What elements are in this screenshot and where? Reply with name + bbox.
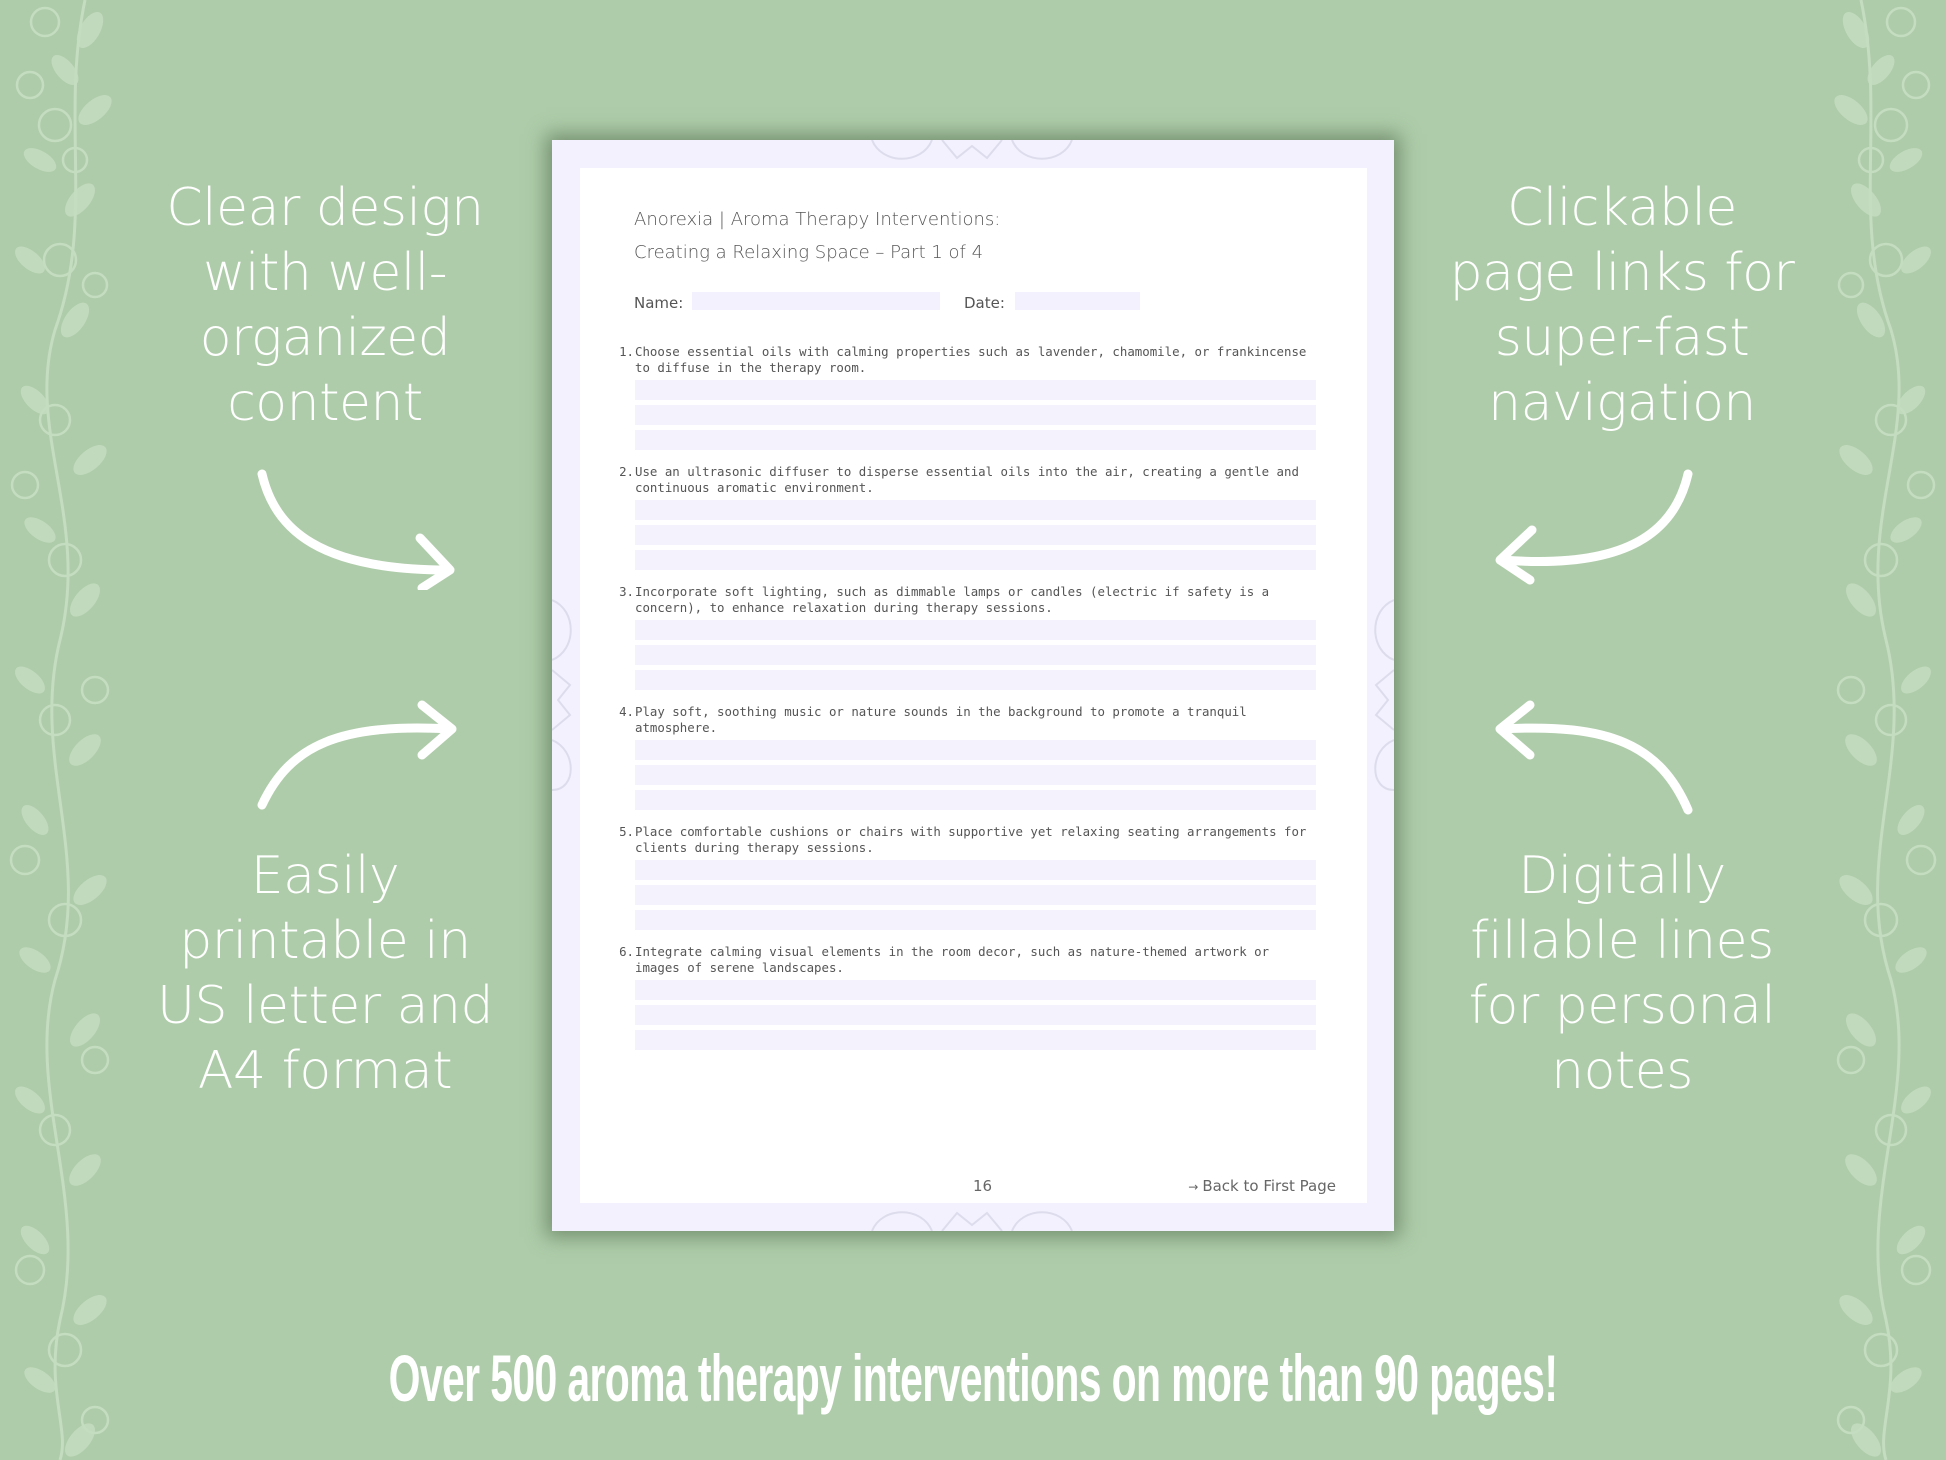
- intervention-item-2: 2. Use an ultrasonic diffuser to dispers…: [610, 464, 1316, 570]
- mandala-left-icon: [552, 599, 572, 791]
- feature-line: organized: [199, 308, 451, 368]
- feature-line: printable in: [179, 911, 471, 971]
- item-number: 2.: [619, 464, 634, 479]
- fillable-line[interactable]: [635, 860, 1316, 880]
- date-label: Date:: [964, 294, 1005, 312]
- feature-line: Clear design: [166, 178, 484, 238]
- feature-fillable-lines: Digitally fillable lines for personal no…: [1432, 844, 1812, 1104]
- intervention-item-5: 5. Place comfortable cushions or chairs …: [610, 824, 1316, 930]
- intervention-item-1: 1. Choose essential oils with calming pr…: [610, 344, 1316, 450]
- name-label: Name:: [634, 294, 684, 312]
- item-text-line: clients during therapy sessions.: [635, 840, 874, 855]
- promo-headline: Over 500 aroma therapy interventions on …: [388, 1341, 1558, 1415]
- fillable-line[interactable]: [635, 620, 1316, 640]
- document-subtitle: Creating a Relaxing Space – Part 1 of 4: [634, 242, 984, 263]
- page-number: 16: [973, 1177, 993, 1195]
- fillable-line[interactable]: [635, 525, 1316, 545]
- intervention-item-4: 4. Play soft, soothing music or nature s…: [610, 704, 1316, 810]
- fillable-line[interactable]: [635, 380, 1316, 400]
- feature-line: page links for: [1449, 243, 1795, 303]
- item-text-line: Choose essential oils with calming prope…: [635, 344, 1307, 359]
- mandala-right-icon: [1374, 599, 1394, 791]
- fillable-line[interactable]: [635, 405, 1316, 425]
- item-text-line: continuous aromatic environment.: [635, 480, 874, 495]
- feature-line: super-fast: [1494, 308, 1750, 368]
- feature-line: fillable lines: [1470, 911, 1774, 971]
- item-number: 6.: [619, 944, 634, 959]
- item-text-line: Play soft, soothing music or nature soun…: [635, 704, 1247, 719]
- feature-line: US letter and: [156, 976, 494, 1036]
- fillable-line[interactable]: [635, 430, 1316, 450]
- feature-line: navigation: [1488, 373, 1756, 433]
- item-text-line: concern), to enhance relaxation during t…: [635, 600, 1053, 615]
- item-text-line: Incorporate soft lighting, such as dimma…: [635, 584, 1270, 599]
- arrow-right-icon: →: [1188, 1180, 1199, 1194]
- fillable-line[interactable]: [635, 670, 1316, 690]
- curved-arrow-right-up-icon: [257, 700, 457, 810]
- floral-vine-left-icon: [9, 0, 112, 1460]
- document-title: Anorexia | Aroma Therapy Interventions:: [634, 209, 1001, 230]
- item-text-line: images of serene landscapes.: [635, 960, 844, 975]
- fillable-line[interactable]: [635, 740, 1316, 760]
- fillable-line[interactable]: [635, 790, 1316, 810]
- intervention-item-3: 3. Incorporate soft lighting, such as di…: [610, 584, 1316, 690]
- page-content: Anorexia | Aroma Therapy Interventions: …: [580, 168, 1367, 1203]
- feature-clear-design: Clear design with well- organized conten…: [135, 176, 515, 436]
- feature-printable: Easily printable in US letter and A4 for…: [135, 844, 515, 1104]
- feature-line: notes: [1551, 1041, 1693, 1101]
- fillable-line[interactable]: [635, 550, 1316, 570]
- floral-vine-right-icon: [1834, 0, 1937, 1460]
- worksheet-page: Anorexia | Aroma Therapy Interventions: …: [552, 140, 1394, 1231]
- fillable-line[interactable]: [635, 1005, 1316, 1025]
- fillable-line[interactable]: [635, 765, 1316, 785]
- feature-line: Easily: [250, 846, 400, 906]
- fillable-line[interactable]: [635, 645, 1316, 665]
- fillable-line[interactable]: [635, 910, 1316, 930]
- item-text-line: atmosphere.: [635, 720, 718, 735]
- feature-line: content: [227, 373, 423, 433]
- curved-arrow-left-up-icon: [1495, 700, 1693, 815]
- feature-line: Digitally: [1518, 846, 1726, 906]
- mandala-bottom-icon: [871, 1211, 1073, 1231]
- item-text-line: Use an ultrasonic diffuser to disperse e…: [635, 464, 1299, 479]
- back-to-first-page-link[interactable]: →Back to First Page: [1188, 1177, 1336, 1195]
- fillable-line[interactable]: [635, 500, 1316, 520]
- item-text-line: Place comfortable cushions or chairs wit…: [635, 824, 1307, 839]
- feature-clickable-links: Clickable page links for super-fast navi…: [1432, 176, 1812, 436]
- date-field[interactable]: [1015, 292, 1140, 310]
- name-field[interactable]: [692, 292, 940, 310]
- curved-arrow-left-down-icon: [1495, 469, 1693, 585]
- item-number: 1.: [619, 344, 634, 359]
- item-number: 4.: [619, 704, 634, 719]
- feature-line: for personal: [1468, 976, 1776, 1036]
- item-text-line: Integrate calming visual elements in the…: [635, 944, 1270, 959]
- item-number: 3.: [619, 584, 634, 599]
- curved-arrow-right-down-icon: [257, 469, 455, 590]
- mandala-top-icon: [871, 140, 1073, 160]
- feature-line: A4 format: [197, 1041, 453, 1101]
- back-link-label: Back to First Page: [1202, 1177, 1336, 1195]
- feature-line: Clickable: [1507, 178, 1737, 238]
- intervention-item-6: 6. Integrate calming visual elements in …: [610, 944, 1316, 1050]
- feature-line: with well-: [202, 243, 448, 303]
- fillable-line[interactable]: [635, 1030, 1316, 1050]
- fillable-line[interactable]: [635, 980, 1316, 1000]
- fillable-line[interactable]: [635, 885, 1316, 905]
- item-number: 5.: [619, 824, 634, 839]
- item-text-line: to diffuse in the therapy room.: [635, 360, 867, 375]
